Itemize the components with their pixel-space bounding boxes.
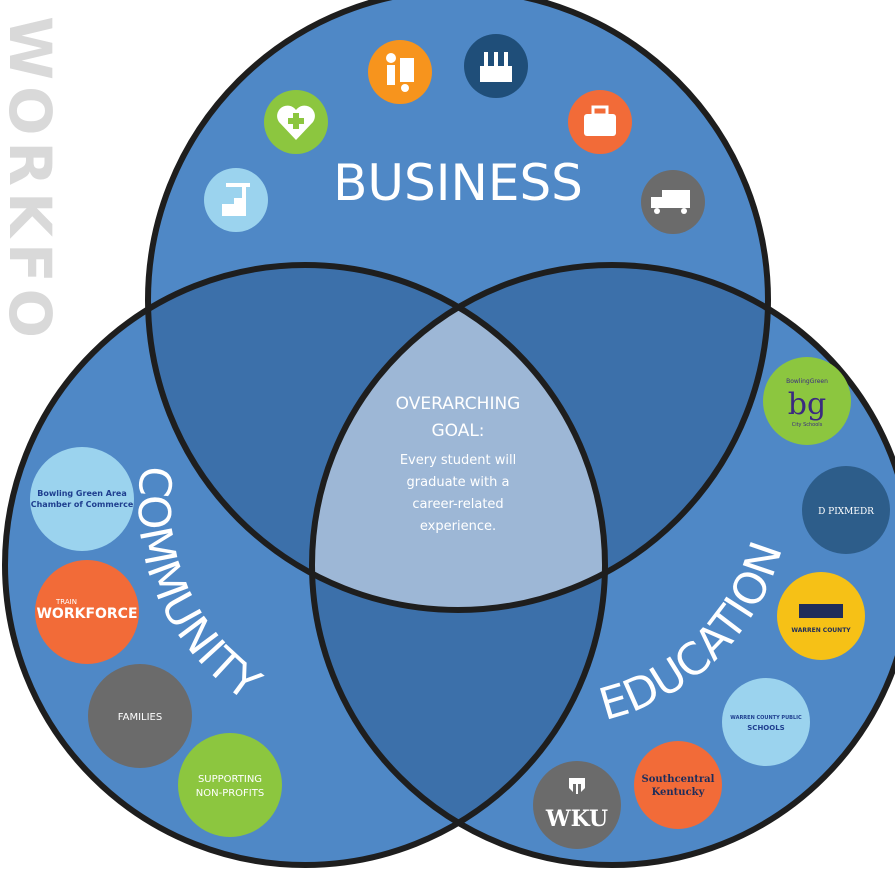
partner-label-line: Chamber of Commerce: [31, 500, 134, 509]
wku-cupola-icon: [569, 778, 585, 794]
partner-label-line: WARREN COUNTY: [791, 627, 851, 634]
bowling-green-city-schools-logo: BowlingGreen bg City Schools: [763, 357, 851, 445]
goal-body-line: Every student will: [400, 453, 516, 468]
families-circle: FAMILIES: [88, 664, 192, 768]
business-icons: [204, 34, 705, 234]
overarching-goal: OVERARCHING GOAL: Every student will gra…: [396, 394, 521, 534]
education-partner-logo-2: D PIXMEDR: [802, 466, 890, 554]
supporting-non-profits-circle: SUPPORTING NON-PROFITS: [178, 733, 282, 837]
partner-label-line: WORKFORCE: [36, 606, 137, 622]
partner-label-line: bg: [788, 387, 826, 422]
partner-label-line: D PIXMEDR: [818, 507, 874, 517]
business-title: BUSINESS: [333, 154, 583, 212]
partner-label-line: TRAIN: [55, 598, 77, 606]
goal-body-line: graduate with a: [407, 475, 510, 490]
loading-crane-icon: [204, 168, 268, 232]
goal-body-line: career-related: [412, 497, 503, 512]
partner-label-line: NON-PROFITS: [196, 788, 264, 799]
partner-label-line: SCHOOLS: [747, 724, 784, 732]
community-partners: Bowling Green Area Chamber of Commerce T…: [30, 447, 282, 837]
community-outline: [2, 262, 608, 868]
partner-label-line: FAMILIES: [118, 712, 162, 723]
kentucky-shape-icon: [799, 604, 843, 618]
chamber-of-commerce-logo: Bowling Green Area Chamber of Commerce: [30, 447, 134, 551]
warren-county-public-schools-logo: WARREN COUNTY PUBLIC SCHOOLS: [722, 678, 810, 766]
workforce-logo: TRAIN WORKFORCE: [35, 560, 139, 664]
goal-body-line: experience.: [420, 519, 496, 534]
warren-county-logo: WARREN COUNTY: [777, 572, 865, 660]
wku-logo: WKU: [533, 761, 621, 849]
partner-label-line: BowlingGreen: [786, 378, 828, 385]
partner-label-line: Kentucky: [652, 787, 706, 798]
heart-health-icon: [264, 90, 328, 154]
partner-label-line: WKU: [545, 806, 608, 832]
goal-heading-line2: GOAL:: [431, 421, 484, 441]
partner-label-line: WARREN COUNTY PUBLIC: [730, 715, 802, 721]
education-partners: BowlingGreen bg City Schools D PIXMEDR W…: [533, 357, 890, 849]
briefcase-icon: [568, 90, 632, 154]
center-overlap: [312, 265, 605, 610]
partner-label-line: City Schools: [792, 422, 823, 428]
partner-label-line: Southcentral: [642, 774, 715, 785]
southcentral-kentucky-logo: Southcentral Kentucky: [634, 741, 722, 829]
hand-truck-worker-icon: [368, 40, 432, 104]
partner-label-line: SUPPORTING: [198, 774, 262, 785]
education-outline: [309, 262, 895, 868]
partner-label-line: Bowling Green Area: [37, 489, 126, 498]
factory-icon: [464, 34, 528, 98]
delivery-truck-icon: [641, 170, 705, 234]
goal-heading-line1: OVERARCHING: [396, 394, 521, 414]
business-outline: [145, 0, 771, 613]
